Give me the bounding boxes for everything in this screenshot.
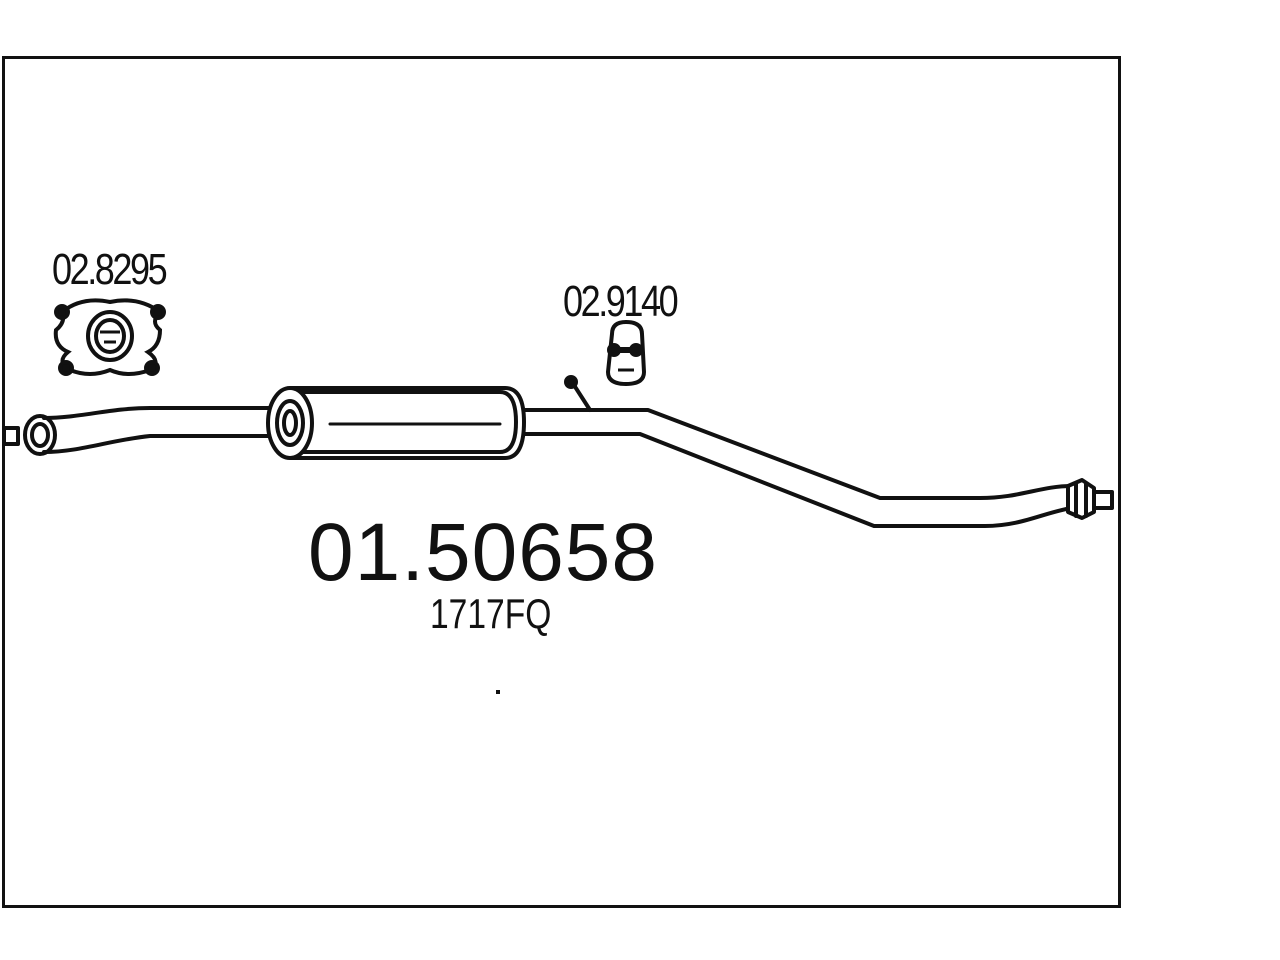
- middle-silencer: [266, 386, 526, 460]
- inlet-flange: [2, 414, 57, 456]
- outlet-pipe: [522, 408, 1074, 528]
- left-hanger-part-number: 02.8295: [52, 245, 168, 294]
- right-hanger-part-number: 02.9140: [563, 277, 679, 326]
- inlet-pipe: [42, 406, 282, 420]
- main-part-number: 01.50658: [308, 507, 659, 598]
- outlet-flange: [1066, 478, 1114, 520]
- reference-code: 1717FQ: [430, 590, 552, 637]
- diagram-frame: [2, 56, 1121, 908]
- stray-dot: [496, 690, 500, 694]
- left-hanger-icon: [53, 298, 166, 376]
- right-hanger-icon: [605, 319, 647, 387]
